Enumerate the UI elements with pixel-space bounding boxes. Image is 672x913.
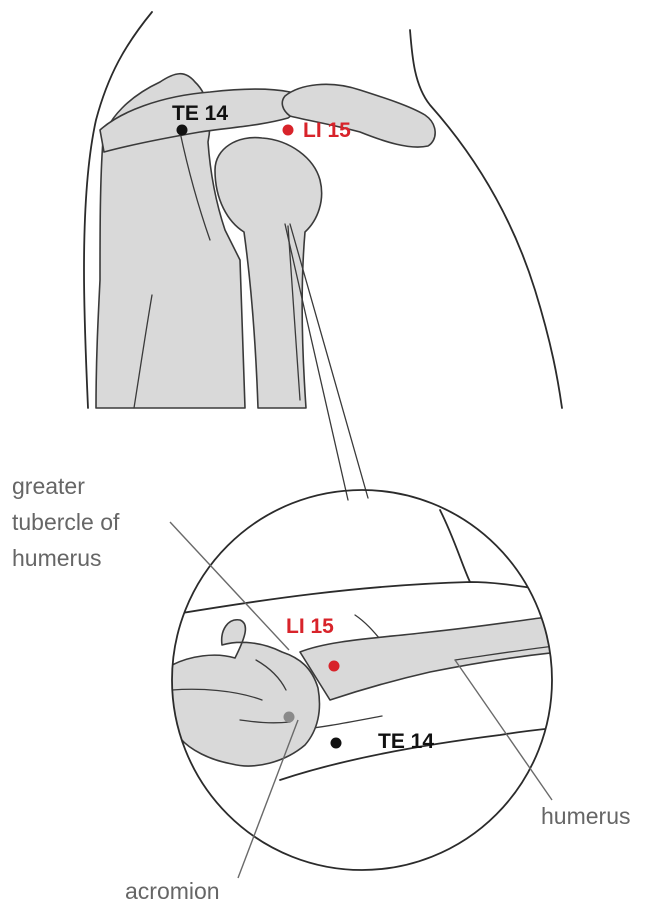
shoulder-outline-right bbox=[410, 30, 562, 408]
li15-label-zoom: LI 15 bbox=[286, 615, 334, 638]
shoulder-view bbox=[84, 12, 562, 408]
te14-label-zoom: TE 14 bbox=[378, 730, 434, 753]
te14-label-top: TE 14 bbox=[172, 102, 228, 125]
greater-tubercle-marker bbox=[284, 712, 295, 723]
acromion-label: acromion bbox=[125, 878, 220, 904]
te14-point-top bbox=[177, 125, 188, 136]
skin-contour-upper bbox=[170, 582, 560, 615]
li15-point-top bbox=[283, 125, 294, 136]
greater-tubercle-label-line-2: tubercle of bbox=[12, 509, 120, 535]
te14-point-zoom bbox=[331, 738, 342, 749]
magnified-view bbox=[170, 510, 575, 780]
acromion-zoomed bbox=[170, 620, 319, 766]
humerus-label: humerus bbox=[541, 803, 630, 829]
humerus-zoomed bbox=[300, 618, 560, 700]
anatomy-labels: greater tubercle of humerus humerus acro… bbox=[12, 473, 630, 904]
li15-label-top: LI 15 bbox=[303, 119, 351, 142]
greater-tubercle-label-line-1: greater bbox=[12, 473, 85, 499]
greater-tubercle-label-line-3: humerus bbox=[12, 545, 101, 571]
li15-point-zoom bbox=[329, 661, 340, 672]
